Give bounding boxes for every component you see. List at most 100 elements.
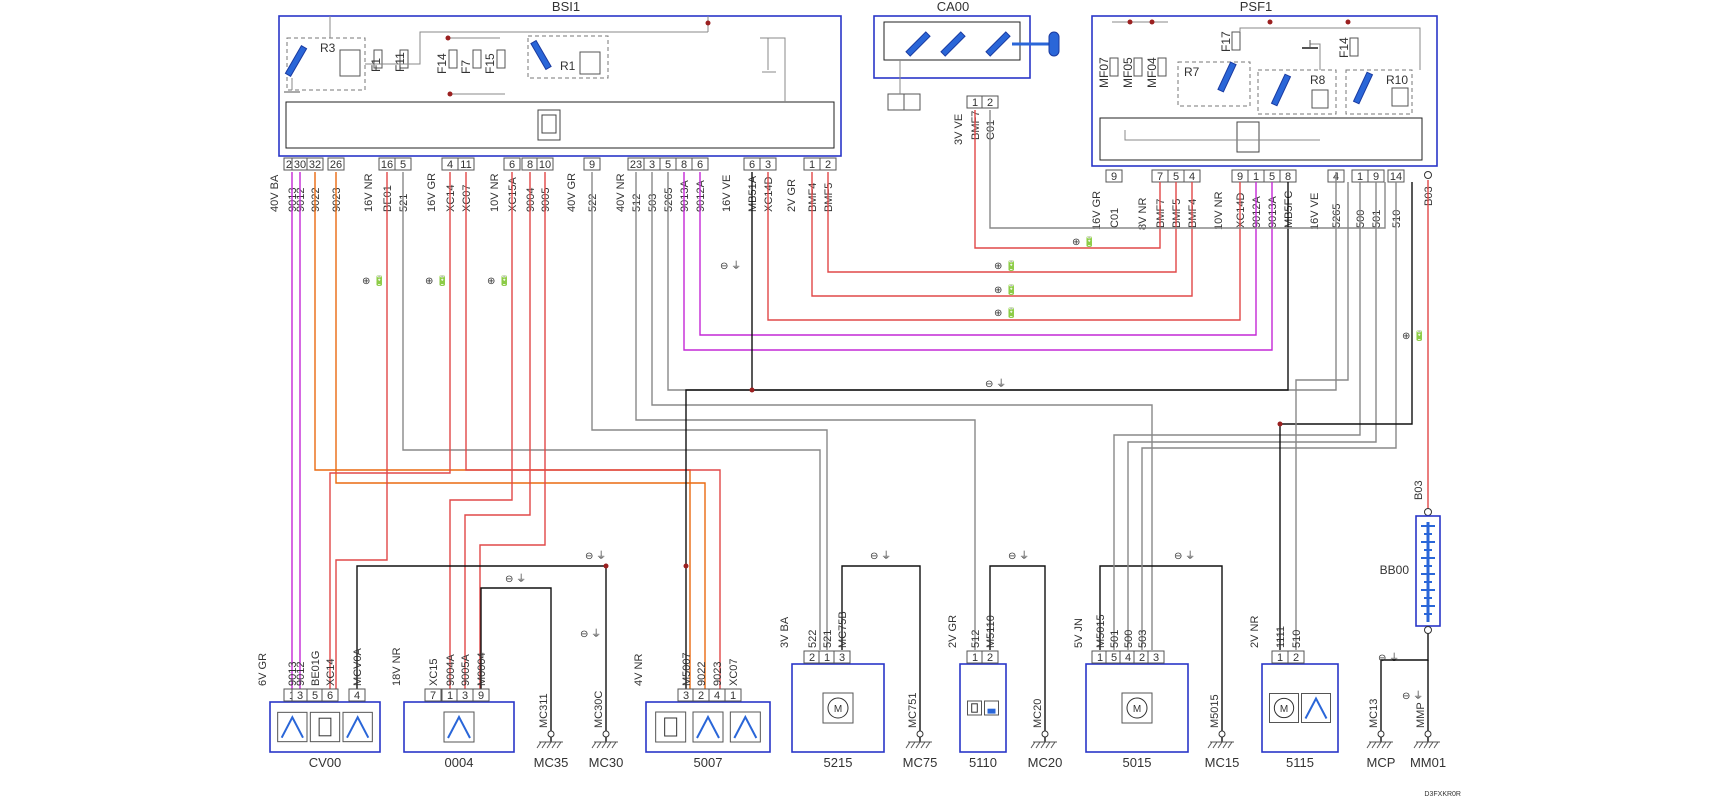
component-connector-label: 2V NR [1249, 616, 1261, 648]
fuse-label-f14: F14 [1337, 37, 1351, 58]
note-plus-battery: ⊕ 🔋 [994, 283, 1018, 296]
bsi1-wire-label: 5265 [663, 188, 675, 212]
wires [291, 110, 1429, 742]
relay-label-r7: R7 [1184, 65, 1200, 79]
ground-point: MC30C MC30 [589, 691, 624, 770]
switch-icon [284, 44, 308, 78]
ground-wire-label: MC30C [593, 691, 605, 728]
component-outline [403, 701, 515, 753]
note-minus-ground: ⊖ ⏚ [505, 573, 526, 585]
bsi1-wire-label: XC14D [763, 176, 775, 212]
component-pin-number: 1 [972, 652, 978, 664]
psf1-wire-label: BMF5 [1171, 199, 1183, 228]
component-pin-number: 3 [683, 690, 689, 702]
conn-label: 2V GR [786, 179, 798, 212]
component-wire-label: 501 [1109, 630, 1121, 648]
switch-icon [1352, 71, 1374, 105]
bsi1-pin-number: 6 [749, 159, 755, 171]
component-pin-number: 1 [1097, 652, 1103, 664]
component-outline [645, 701, 771, 753]
ground-name: MC15 [1205, 755, 1240, 770]
bsi1-pin-number: 23 [630, 159, 642, 171]
component-pin-number: 3 [462, 690, 468, 702]
note-minus-ground: ⊖ ⏚ [1378, 652, 1399, 664]
component-pin-number: 3 [839, 652, 845, 664]
component-pin-number: 6 [327, 690, 333, 702]
bsi1-pin-number: 9 [589, 159, 595, 171]
note-plus-battery: ⊕ 🔋 [1402, 329, 1426, 342]
bsi1-pin-number: 6 [509, 159, 515, 171]
ca00-wire-label: BMF7 [970, 111, 982, 140]
bsi1-pin-number: 30 [294, 159, 306, 171]
relay-r8: R8 [1257, 69, 1337, 115]
psf1-pin-number: 8 [1285, 171, 1291, 183]
bsi1-pin [819, 157, 837, 171]
component-pin-number: 4 [1125, 652, 1131, 664]
psf1-pin [1105, 169, 1123, 183]
bsi1-wire-label: 503 [647, 194, 659, 212]
component-pin-number: 2 [809, 652, 815, 664]
module-ca00: CA00 [873, 0, 1060, 111]
module-name-psf1: PSF1 [1240, 0, 1273, 14]
component-wire-label: M5110 [985, 615, 997, 648]
component-pin-number: 4 [354, 690, 360, 702]
component-outline [269, 701, 381, 753]
switch-icon [1270, 73, 1292, 107]
bsi1-pin-number: 11 [460, 159, 471, 171]
component-connector-label: 18V NR [391, 647, 403, 686]
component-pin [724, 688, 742, 702]
component-pin-number: 3 [297, 690, 303, 702]
bsi1-outline [278, 15, 842, 157]
fuse-group-f1: F1 F11 [369, 49, 409, 72]
ignition-key-icon [1012, 31, 1060, 57]
psf1-wire-label: BMF7 [1155, 199, 1167, 228]
component-wire-label: 503 [1137, 630, 1149, 648]
relay-label-r8: R8 [1310, 73, 1326, 87]
component-pin-number: 1 [1277, 652, 1283, 664]
component-wire-label: M5007 [681, 652, 693, 686]
bsi1-wire-label: XC15A [507, 176, 519, 212]
switch-icon [1217, 61, 1237, 93]
ground-name: MC35 [534, 755, 569, 770]
wiper-icon [277, 711, 308, 743]
component-name: CV00 [309, 755, 342, 770]
note-plus-battery: ⊕ 🔋 [362, 274, 386, 287]
component-wire-label: 521 [822, 630, 834, 648]
component-pin [321, 688, 339, 702]
top-connector-labels: 40V BA 16V NR 16V GR 10V NR 40V GR 40V N… [269, 114, 1321, 230]
motor-icon: M [822, 692, 854, 724]
component-name: 0004 [445, 755, 474, 770]
component-connector-label: 4V NR [633, 654, 645, 686]
note-minus-ground: ⊖ ⏚ [1174, 550, 1195, 562]
relay-r1: R1 [527, 35, 609, 79]
polarity-notes: ⊕ 🔋 ⊕ 🔋 ⊕ 🔋 ⊖ ⏚ ⊕ 🔋 ⊕ 🔋 ⊕ 🔋 ⊕ 🔋 ⊖ ⏚ ⊕ 🔋 … [362, 235, 1426, 702]
psf1-pin-number: 1 [1253, 171, 1259, 183]
wash-icon [1301, 693, 1331, 723]
note-minus-ground: ⊖ ⏚ [1402, 690, 1423, 702]
bsi1-wire-label: BMF5 [823, 183, 835, 212]
bsi1-pin [583, 157, 601, 171]
component-wire-label: 9023 [712, 662, 724, 686]
bsi1-pin-number: 26 [330, 159, 342, 171]
component-name: 5007 [694, 755, 723, 770]
bsi1-wire-label: 9012 [295, 188, 307, 212]
psf1-pin-number: 4 [1189, 171, 1195, 183]
component-outline [959, 663, 1007, 753]
component-wire-label: 9004A [445, 654, 457, 686]
component-row: CV001356490139012BE01GXC14MCV0A6V GR0004… [257, 611, 1339, 770]
component-wire-label: 9013 [287, 662, 299, 686]
relay-r3: R3 [284, 37, 366, 93]
ground-wire-label: MC13 [1368, 699, 1380, 728]
component-cv00: CV001356490139012BE01GXC14MCV0A6V GR [257, 647, 381, 770]
psf1-wire-label: BMF4 [1187, 199, 1199, 228]
wiper2-icon [342, 711, 373, 743]
ground-name: MC30 [589, 755, 624, 770]
psf1-wire-label: 510 [1391, 210, 1403, 228]
fuse-group-f14: F14 F7 F15 [435, 49, 506, 74]
psf1-pin-number: 14 [1390, 171, 1402, 183]
